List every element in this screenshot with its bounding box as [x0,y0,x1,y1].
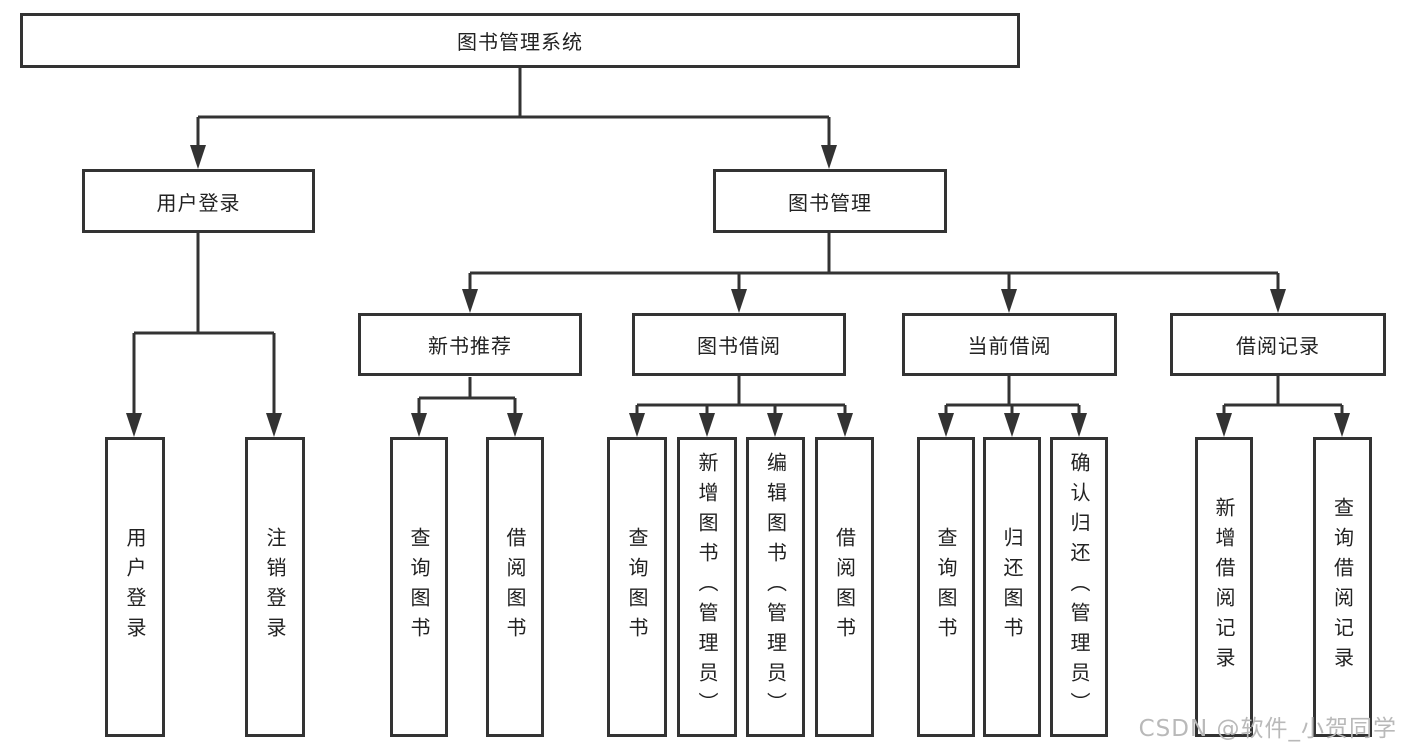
node-label: 用户登录 [156,190,241,215]
node-label: 查询图书 [407,527,431,647]
node-borrow-books-recommend: 借阅图书 [486,437,544,737]
node-borrow-book: 借阅图书 [815,437,874,737]
node-book-management: 图书管理 [713,169,947,233]
node-label: 新增图书（管理员） [695,452,719,722]
node-label: 确认归还（管理员） [1067,452,1091,722]
node-borrowing-records: 借阅记录 [1170,313,1386,376]
node-label: 借阅记录 [1236,334,1320,358]
node-label: 新书推荐 [428,334,512,358]
node-query-books-recommend: 查询图书 [390,437,448,737]
node-add-borrow-record: 新增借阅记录 [1195,437,1253,737]
node-query-borrow-record: 查询借阅记录 [1313,437,1372,737]
node-book-borrowing: 图书借阅 [632,313,846,376]
node-return-book: 归还图书 [983,437,1041,737]
node-label: 图书管理系统 [457,30,583,54]
node-label: 归还图书 [1000,527,1024,647]
node-label: 新增借阅记录 [1212,497,1236,677]
node-label: 查询图书 [934,527,958,647]
node-library-system: 图书管理系统 [20,13,1020,68]
node-label: 图书管理 [788,190,872,215]
node-label: 查询借阅记录 [1330,497,1355,677]
node-new-book-recommend: 新书推荐 [358,313,582,376]
node-label: 当前借阅 [967,334,1052,358]
node-label: 编辑图书（管理员） [763,452,788,722]
node-query-books-current: 查询图书 [917,437,975,737]
node-edit-book-admin: 编辑图书（管理员） [746,437,805,737]
node-user-login-leaf: 用户登录 [105,437,165,737]
node-logout: 注销登录 [245,437,305,737]
node-current-borrowing: 当前借阅 [902,313,1117,376]
node-label: 查询图书 [625,527,649,647]
node-label: 图书借阅 [697,334,781,358]
node-label: 借阅图书 [503,527,527,647]
node-label: 用户登录 [123,527,147,647]
node-label: 借阅图书 [832,527,857,647]
node-add-book-admin: 新增图书（管理员） [677,437,737,737]
node-user-login: 用户登录 [82,169,315,233]
node-confirm-return-admin: 确认归还（管理员） [1050,437,1108,737]
node-label: 注销登录 [263,527,287,647]
node-query-books-borrow: 查询图书 [607,437,667,737]
